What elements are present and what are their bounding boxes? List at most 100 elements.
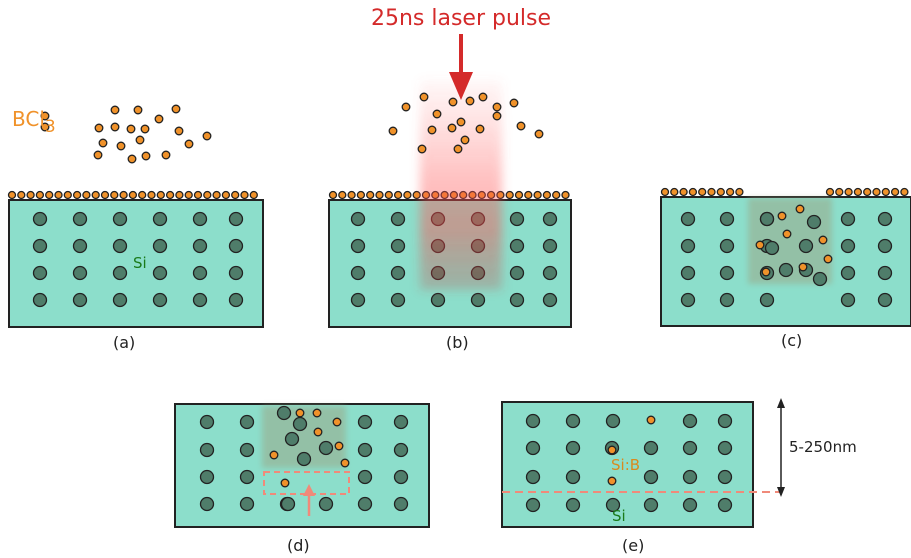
si-atom bbox=[357, 496, 373, 512]
si-atom bbox=[284, 431, 300, 447]
panel-label-b: (b) bbox=[446, 333, 469, 352]
si-atom bbox=[806, 214, 822, 230]
boron-atom bbox=[175, 190, 184, 200]
boron-atom bbox=[478, 92, 488, 102]
boron-atom bbox=[127, 154, 137, 164]
boron-atom bbox=[141, 151, 151, 161]
boron-atom bbox=[460, 135, 470, 145]
si-atom bbox=[682, 497, 698, 513]
si-atom bbox=[759, 211, 775, 227]
boron-atom bbox=[534, 129, 544, 139]
boron-in-melt-c bbox=[755, 204, 833, 277]
si-atom bbox=[719, 265, 735, 281]
boron-atom bbox=[401, 102, 411, 112]
si-atom bbox=[112, 292, 128, 308]
boron-atom bbox=[670, 187, 679, 197]
si-atom bbox=[605, 413, 621, 429]
gas-molecules-b bbox=[388, 92, 544, 154]
boron-atom bbox=[203, 190, 212, 200]
si-atom bbox=[605, 497, 621, 513]
si-atom bbox=[32, 211, 48, 227]
boron-atom bbox=[94, 123, 104, 133]
boron-atom bbox=[110, 105, 120, 115]
boron-atom bbox=[7, 190, 17, 200]
boron-atom bbox=[147, 190, 156, 200]
boron-atom bbox=[140, 124, 150, 134]
boron-atom bbox=[40, 111, 50, 121]
boron-atom bbox=[403, 190, 412, 200]
si-atom bbox=[72, 211, 88, 227]
si-atom bbox=[525, 413, 541, 429]
si-atom bbox=[565, 469, 581, 485]
si-atom bbox=[276, 405, 292, 421]
si-atom bbox=[390, 211, 406, 227]
si-atom bbox=[112, 211, 128, 227]
si-atom bbox=[228, 211, 244, 227]
si-atom bbox=[390, 238, 406, 254]
boron-atom bbox=[417, 144, 427, 154]
si-atom bbox=[682, 469, 698, 485]
boron-atom bbox=[900, 187, 909, 197]
boron-atom bbox=[156, 190, 165, 200]
boron-atom bbox=[688, 187, 698, 197]
si-atom bbox=[840, 292, 856, 308]
boron-atom bbox=[184, 139, 194, 149]
si-atom bbox=[719, 238, 735, 254]
panel-a: BCl3 Si (a) bbox=[7, 104, 264, 352]
boron-atom bbox=[110, 190, 119, 200]
boron-atom bbox=[716, 187, 725, 197]
boron-atom bbox=[492, 111, 502, 121]
si-atom bbox=[565, 440, 581, 456]
si-atom bbox=[565, 497, 581, 513]
boron-atom bbox=[221, 190, 231, 200]
si-atom bbox=[280, 496, 296, 512]
boron-atom bbox=[356, 190, 366, 200]
si-atoms-e bbox=[525, 413, 733, 513]
boron-atom bbox=[375, 190, 384, 200]
boron-atom bbox=[119, 190, 128, 200]
si-atom bbox=[877, 292, 893, 308]
boron-atom bbox=[193, 190, 203, 200]
boron-atom bbox=[54, 190, 63, 200]
boron-atom bbox=[432, 109, 442, 119]
substrate-e bbox=[501, 401, 754, 528]
boron-atom bbox=[448, 97, 458, 107]
boron-atom bbox=[447, 123, 457, 133]
boron-atom bbox=[516, 121, 526, 131]
boron-atom bbox=[725, 187, 735, 197]
boron-atom bbox=[465, 96, 475, 106]
boron-atom bbox=[505, 190, 514, 200]
regrowth-arrow bbox=[303, 484, 315, 516]
boron-atom bbox=[133, 105, 143, 115]
si-atom bbox=[350, 211, 366, 227]
boron-atom bbox=[126, 124, 136, 134]
boron-atom bbox=[782, 229, 792, 239]
boron-atom bbox=[509, 98, 519, 108]
si-atom bbox=[682, 413, 698, 429]
si-atom bbox=[390, 292, 406, 308]
boron-atom bbox=[366, 190, 375, 200]
si-atom bbox=[759, 292, 775, 308]
panel-label-d: (d) bbox=[287, 536, 310, 555]
boron-atom bbox=[240, 190, 249, 200]
si-atom bbox=[542, 292, 558, 308]
si-atom bbox=[199, 442, 215, 458]
si-atom bbox=[390, 265, 406, 281]
boron-atom bbox=[280, 478, 290, 488]
si-atom bbox=[152, 265, 168, 281]
boron-atom bbox=[881, 187, 890, 197]
boron-atom bbox=[212, 190, 221, 200]
boron-atom bbox=[698, 187, 707, 197]
boron-atom bbox=[552, 190, 561, 200]
boron-in-melt-d bbox=[269, 408, 350, 488]
si-atom bbox=[812, 271, 828, 287]
boron-atom bbox=[524, 190, 533, 200]
boron-atom bbox=[646, 415, 656, 425]
si-atom bbox=[778, 262, 794, 278]
si-atom bbox=[72, 292, 88, 308]
boron-atom bbox=[26, 190, 35, 200]
si-atom bbox=[228, 265, 244, 281]
boron-atom bbox=[110, 122, 120, 132]
si-label-a: Si bbox=[133, 254, 147, 272]
boron-atom bbox=[492, 102, 502, 112]
